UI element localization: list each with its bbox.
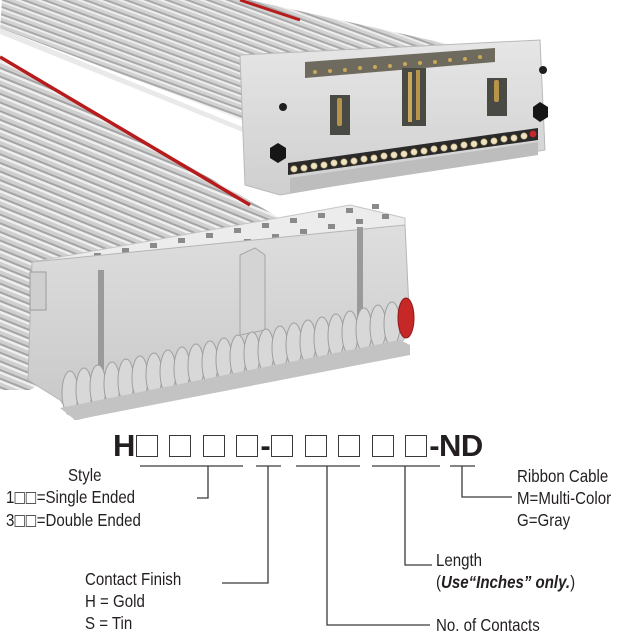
ribbon-cable-title: Ribbon Cable xyxy=(517,466,609,486)
style-legend: Style xyxy=(68,464,101,486)
placeholder-box xyxy=(25,492,36,504)
idc-socket-connector xyxy=(27,204,415,420)
part-number-prefix: H xyxy=(113,428,135,463)
length-title: Length xyxy=(436,550,483,570)
placeholder-box xyxy=(14,492,25,504)
style-digit-box-2 xyxy=(169,435,192,457)
ribbon-cable-option-gray: G=Gray xyxy=(517,510,571,530)
style-leader-line xyxy=(140,465,243,499)
ribbon-cable-leader-line xyxy=(450,465,512,498)
contact-finish-option-tin: S = Tin xyxy=(85,613,133,633)
length-note: (Use“Inches” only.) xyxy=(436,572,576,592)
contact-finish-box xyxy=(236,435,259,457)
placeholder-box xyxy=(14,515,25,527)
contact-finish-option-gold: H = Gold xyxy=(85,591,145,611)
placeholder-box xyxy=(25,515,36,527)
part-number-dash: - xyxy=(260,428,271,463)
ribbon-cable-option-multicolor: M=Multi-Color xyxy=(517,488,612,508)
contacts-title: No. of Contacts xyxy=(436,615,540,635)
product-image-ribbon-cable-assembly xyxy=(0,0,548,420)
ribbon-cable-box xyxy=(405,435,428,457)
ribbon-cable-legend: Ribbon Cable M=Multi-Color G=Gray xyxy=(517,465,611,531)
contacts-box-1 xyxy=(271,435,294,457)
contact-finish-leader-line xyxy=(222,465,281,584)
length-leader-line xyxy=(372,465,440,566)
contact-finish-title: Contact Finish xyxy=(85,569,182,589)
length-legend: Length (Use“Inches” only.) xyxy=(436,549,575,593)
style-option-double: 3=Double Ended xyxy=(6,510,141,530)
box-header-connector xyxy=(239,39,548,196)
length-box-2 xyxy=(371,435,394,457)
part-number-template: H - -ND xyxy=(113,426,483,466)
length-box-1 xyxy=(338,435,361,457)
style-digit-box-3 xyxy=(202,435,225,457)
contacts-box-2 xyxy=(304,435,327,457)
style-option-single: 1=Single Ended xyxy=(6,487,136,507)
contact-finish-legend: Contact Finish H = Gold S = Tin xyxy=(85,568,181,634)
contacts-legend: No. of Contacts xyxy=(436,614,540,636)
style-title: Style xyxy=(68,465,102,485)
style-digit-box-1 xyxy=(135,435,158,457)
part-number-suffix: -ND xyxy=(429,428,483,463)
contacts-leader-line xyxy=(296,465,430,626)
